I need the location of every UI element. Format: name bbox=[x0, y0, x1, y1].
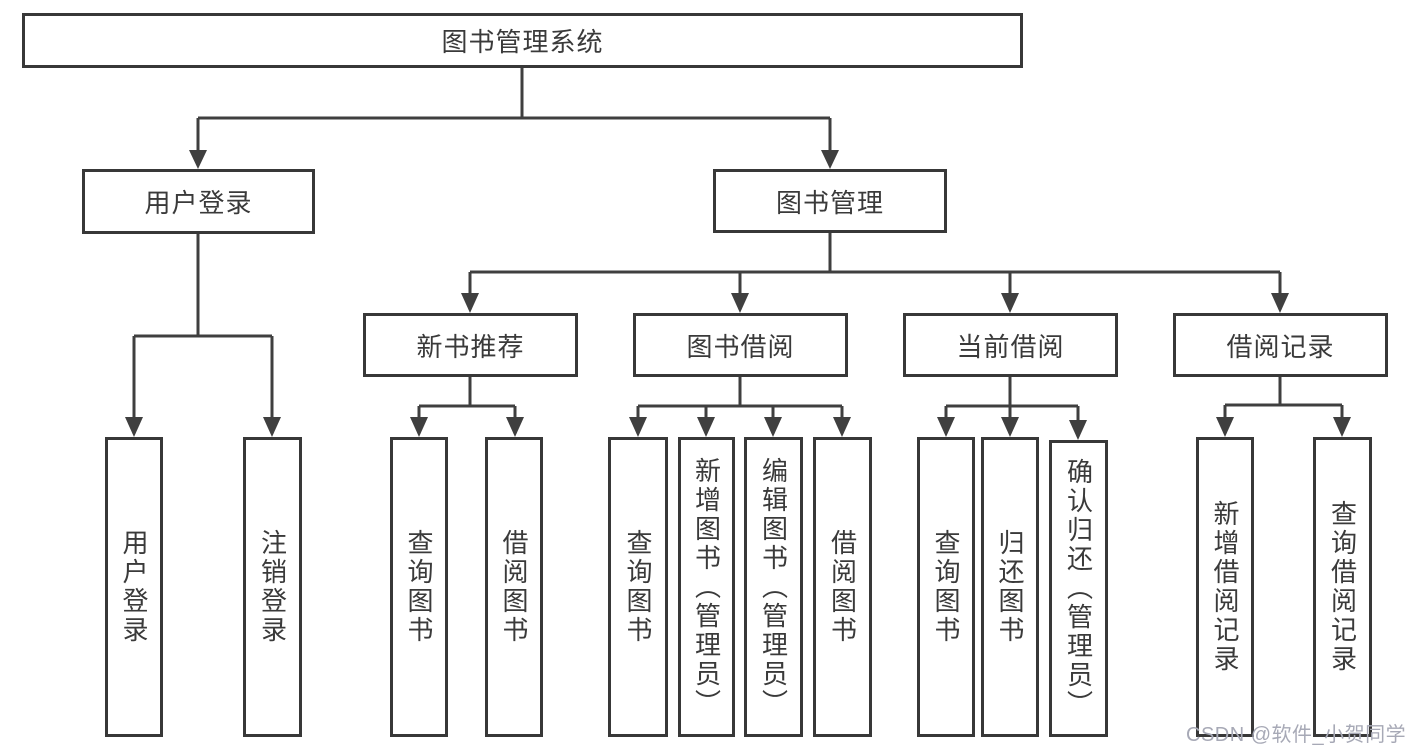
node-current-borrow-label: 当前借阅 bbox=[956, 331, 1065, 362]
leaf-query-books-recommend: 查询图书 bbox=[390, 437, 448, 737]
leaf-add-book-admin: 新增图书（管理员） bbox=[678, 437, 735, 737]
leaf-logout-label: 注销登录 bbox=[257, 529, 288, 645]
leaf-borrow-books-recommend: 借阅图书 bbox=[485, 437, 543, 737]
leaf-query-borrow-record: 查询借阅记录 bbox=[1313, 437, 1372, 737]
leaf-query-books-borrow-label: 查询图书 bbox=[623, 529, 653, 645]
leaf-borrow-books-2-label: 借阅图书 bbox=[827, 529, 858, 645]
node-root: 图书管理系统 bbox=[22, 13, 1023, 68]
leaf-add-borrow-record: 新增借阅记录 bbox=[1196, 437, 1254, 737]
leaf-add-book-admin-label: 新增图书（管理员） bbox=[691, 456, 722, 718]
leaf-edit-book-admin: 编辑图书（管理员） bbox=[744, 437, 803, 737]
leaf-user-login-label: 用户登录 bbox=[119, 529, 149, 645]
node-current-borrow: 当前借阅 bbox=[903, 313, 1118, 377]
leaf-query-books-recommend-label: 查询图书 bbox=[404, 529, 434, 645]
leaf-query-borrow-record-label: 查询借阅记录 bbox=[1327, 500, 1358, 674]
node-new-book-recommend: 新书推荐 bbox=[363, 313, 578, 377]
node-book-management: 图书管理 bbox=[713, 169, 947, 233]
watermark-text: CSDN @软件_小贺同学 bbox=[1186, 724, 1405, 746]
leaf-user-login: 用户登录 bbox=[105, 437, 163, 737]
node-new-book-recommend-label: 新书推荐 bbox=[416, 331, 525, 362]
node-user-login: 用户登录 bbox=[82, 169, 315, 234]
leaf-query-books-current-label: 查询图书 bbox=[931, 529, 961, 645]
leaf-return-book: 归还图书 bbox=[981, 437, 1039, 737]
node-book-borrow-label: 图书借阅 bbox=[686, 331, 795, 362]
leaf-borrow-books-2: 借阅图书 bbox=[813, 437, 872, 737]
node-borrow-records-label: 借阅记录 bbox=[1226, 331, 1335, 362]
leaf-query-books-current: 查询图书 bbox=[917, 437, 975, 737]
node-root-label: 图书管理系统 bbox=[441, 27, 604, 57]
leaf-confirm-return-admin: 确认归还（管理员） bbox=[1049, 440, 1108, 737]
leaf-borrow-books-recommend-label: 借阅图书 bbox=[499, 529, 529, 645]
leaf-add-borrow-record-label: 新增借阅记录 bbox=[1210, 500, 1240, 674]
node-borrow-records: 借阅记录 bbox=[1173, 313, 1388, 377]
leaf-logout: 注销登录 bbox=[243, 437, 302, 737]
leaf-edit-book-admin-label: 编辑图书（管理员） bbox=[758, 456, 789, 718]
leaf-query-books-borrow: 查询图书 bbox=[608, 437, 668, 737]
leaf-confirm-return-admin-label: 确认归还（管理员） bbox=[1063, 458, 1094, 719]
node-user-login-label: 用户登录 bbox=[144, 188, 253, 218]
leaf-return-book-label: 归还图书 bbox=[995, 529, 1025, 645]
node-book-management-label: 图书管理 bbox=[775, 187, 884, 218]
node-book-borrow: 图书借阅 bbox=[633, 313, 848, 377]
